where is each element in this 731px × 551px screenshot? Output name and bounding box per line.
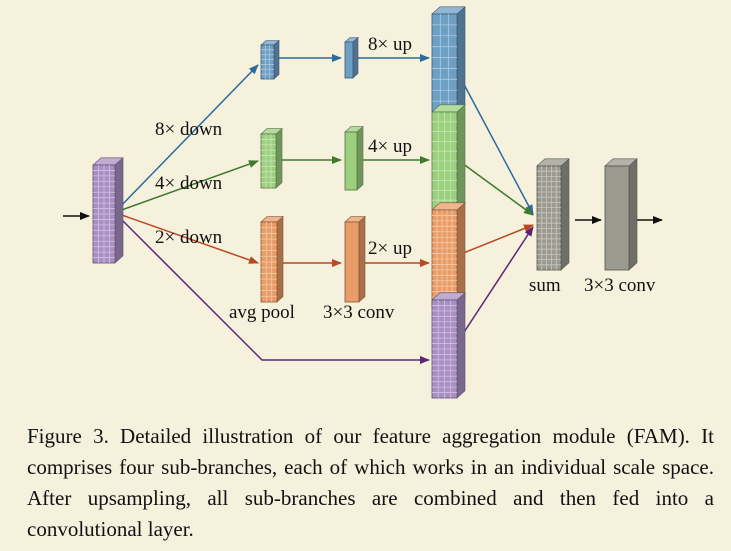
pool-8x-map — [260, 39, 280, 80]
sum-map — [536, 158, 570, 271]
pool-4x-map — [260, 127, 283, 189]
label-8x-down: 8× down — [155, 119, 223, 140]
label-sum: sum — [529, 275, 561, 296]
label-4x-up: 4× up — [368, 136, 412, 157]
label-2x-down: 2× down — [155, 227, 223, 248]
arrow-8x-down — [115, 64, 259, 212]
connectors — [63, 54, 663, 364]
conv-4x-map — [344, 125, 364, 191]
arrow-identity — [115, 213, 430, 364]
up-2x-map — [431, 202, 466, 309]
fam-diagram: 8× down 4× down 2× down 8× up 4× up 2× u… — [63, 6, 663, 399]
arrow-4x-down — [115, 160, 259, 213]
identity-map — [431, 292, 466, 399]
label-8x-up: 8× up — [368, 34, 412, 55]
arrow-2x-down — [115, 212, 259, 264]
conv-2x-map — [344, 215, 366, 303]
label-4x-down: 4× down — [155, 173, 223, 194]
feature-maps — [92, 6, 638, 399]
input-feature-map — [92, 157, 124, 264]
label-avg-pool: avg pool — [229, 302, 295, 323]
label-conv-mid: 3×3 conv — [323, 302, 395, 323]
figure-caption: Figure 3. Detailed illustration of our f… — [27, 424, 714, 541]
up-4x-map — [431, 104, 466, 211]
up-8x-map — [431, 6, 466, 113]
conv-out-map — [604, 158, 638, 271]
pool-2x-map — [260, 215, 284, 303]
label-2x-up: 2× up — [368, 238, 412, 259]
label-conv-out: 3×3 conv — [584, 275, 656, 296]
conv-8x-map — [344, 36, 359, 79]
labels: 8× down 4× down 2× down 8× up 4× up 2× u… — [155, 34, 656, 323]
